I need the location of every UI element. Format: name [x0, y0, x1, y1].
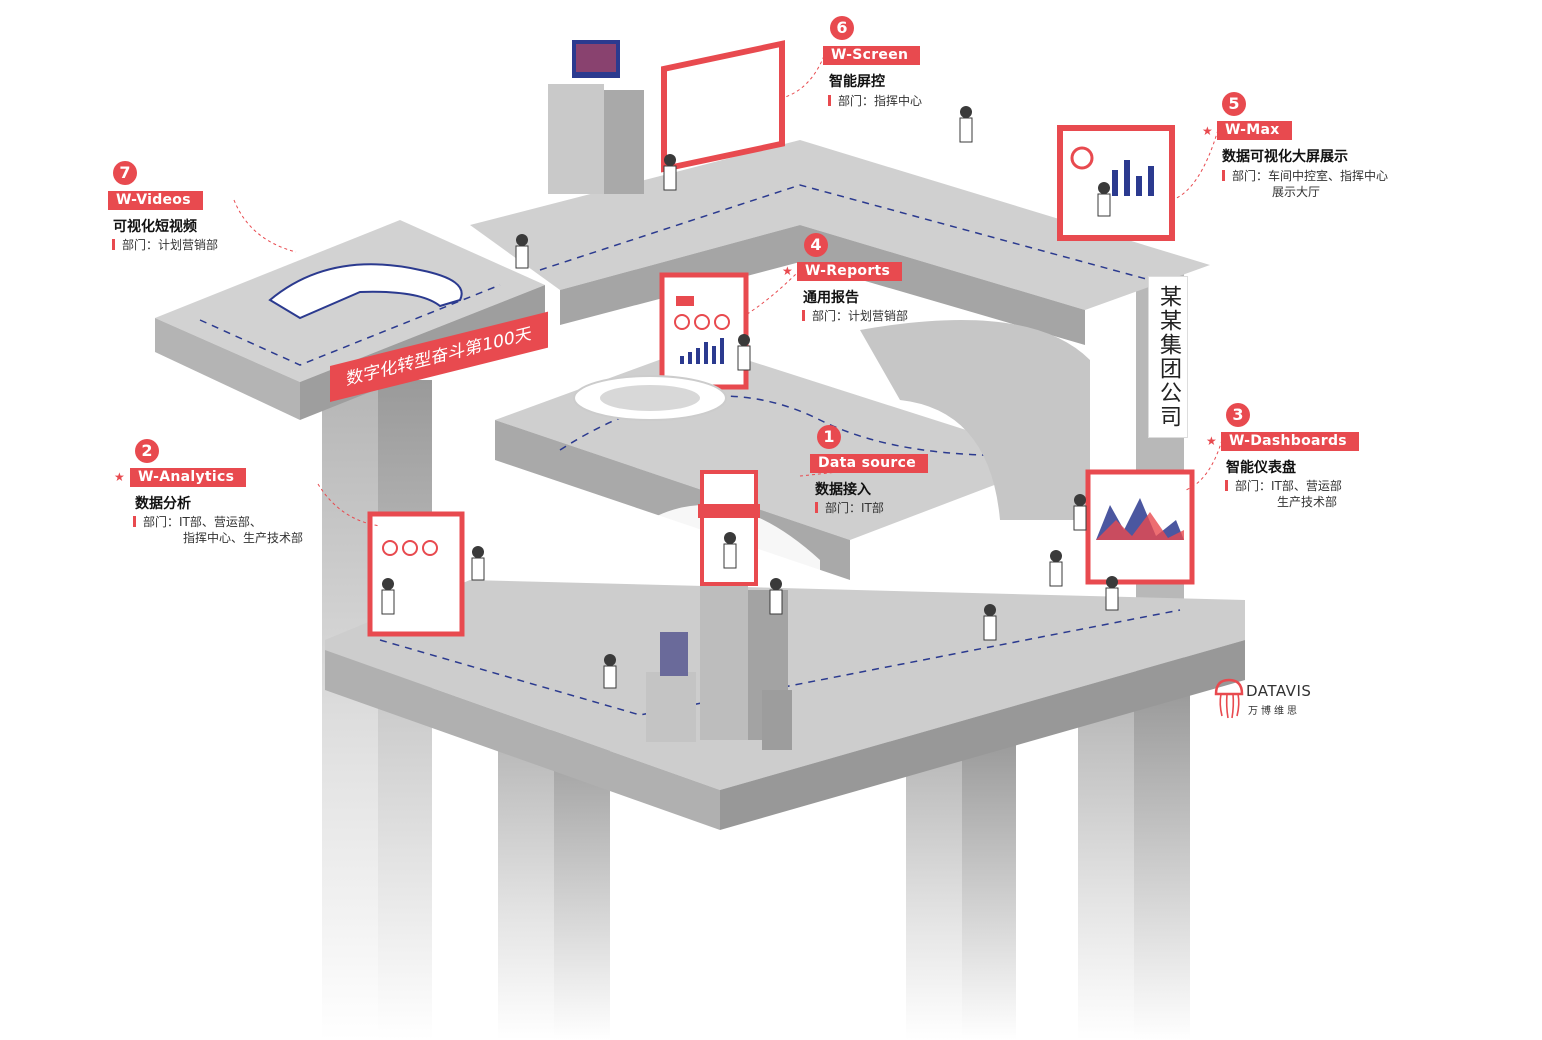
callout-dept-line: 部门：IT部、营运部	[1235, 479, 1342, 493]
callout-title: 数据可视化大屏展示	[1222, 149, 1348, 165]
callout-number: 1	[817, 425, 841, 449]
callout-title: 智能屏控	[829, 74, 885, 90]
callout-dept: 部门：车间中控室、指挥中心展示大厅	[1222, 168, 1388, 200]
screens	[367, 40, 1195, 637]
callout-dept: 部门：指挥中心	[828, 93, 922, 109]
callout-number: 5	[1222, 92, 1246, 116]
callout-tag: W-Reports	[797, 262, 903, 281]
callout-dept-line: 部门：车间中控室、指挥中心	[1232, 169, 1389, 183]
logo-subtitle: 万博维思	[1248, 706, 1300, 717]
callout-tag: Data source	[810, 454, 928, 473]
callout-tag: W-Dashboards	[1221, 432, 1359, 451]
company-sign: 某某集团公司	[1148, 276, 1188, 438]
callout-number: 7	[113, 161, 137, 185]
tower	[548, 40, 644, 194]
leader-lines	[233, 55, 1223, 527]
server-blocks	[646, 580, 792, 750]
callout-number: 6	[830, 16, 854, 40]
callout-number: 3	[1226, 403, 1250, 427]
meeting-table	[268, 263, 727, 421]
jellyfish-icon	[1214, 678, 1244, 719]
upper-walkway	[470, 140, 1210, 345]
logo-name: DATAVIS	[1246, 682, 1312, 700]
callout-tag: W-Max	[1217, 121, 1292, 140]
callout-dept-line: 部门：IT部、营运部、	[143, 515, 262, 529]
callout-dept-line: 部门：计划营销部	[122, 238, 219, 252]
callout-title: 智能仪表盘	[1226, 460, 1296, 476]
callout-dept: 部门：计划营销部	[112, 237, 218, 253]
callout-title: 通用报告	[803, 290, 859, 306]
star-icon: ★	[782, 264, 793, 278]
datavis-logo: DATAVIS 万博维思	[1212, 676, 1312, 720]
star-icon: ★	[1206, 434, 1217, 448]
callout-number: 4	[804, 233, 828, 257]
callout-dept-line-2: 展示大厅	[1272, 185, 1321, 199]
callout-dept: 部门：IT部、营运部、指挥中心、生产技术部	[133, 514, 303, 546]
callout-number: 2	[135, 439, 159, 463]
callout-title: 数据分析	[135, 496, 191, 512]
star-icon: ★	[114, 470, 125, 484]
callout-tag: W-Videos	[108, 191, 203, 210]
callout-title: 可视化短视频	[113, 219, 197, 235]
people	[381, 106, 1119, 689]
callout-title: 数据接入	[815, 482, 871, 498]
callout-dept-line-2: 生产技术部	[1277, 495, 1338, 509]
callout-dept-line: 部门：IT部	[825, 501, 884, 515]
callout-tag: W-Screen	[823, 46, 921, 65]
callout-dept-line: 部门：计划营销部	[812, 309, 909, 323]
star-icon: ★	[1202, 124, 1213, 138]
callout-dept: 部门：IT部	[815, 500, 884, 516]
callout-dept: 部门：计划营销部	[802, 308, 908, 324]
callout-dept-line: 部门：指挥中心	[838, 94, 923, 108]
callout-tag: W-Analytics	[130, 468, 247, 487]
callout-dept: 部门：IT部、营运部生产技术部	[1225, 478, 1342, 510]
callout-dept-line-2: 指挥中心、生产技术部	[183, 531, 304, 545]
